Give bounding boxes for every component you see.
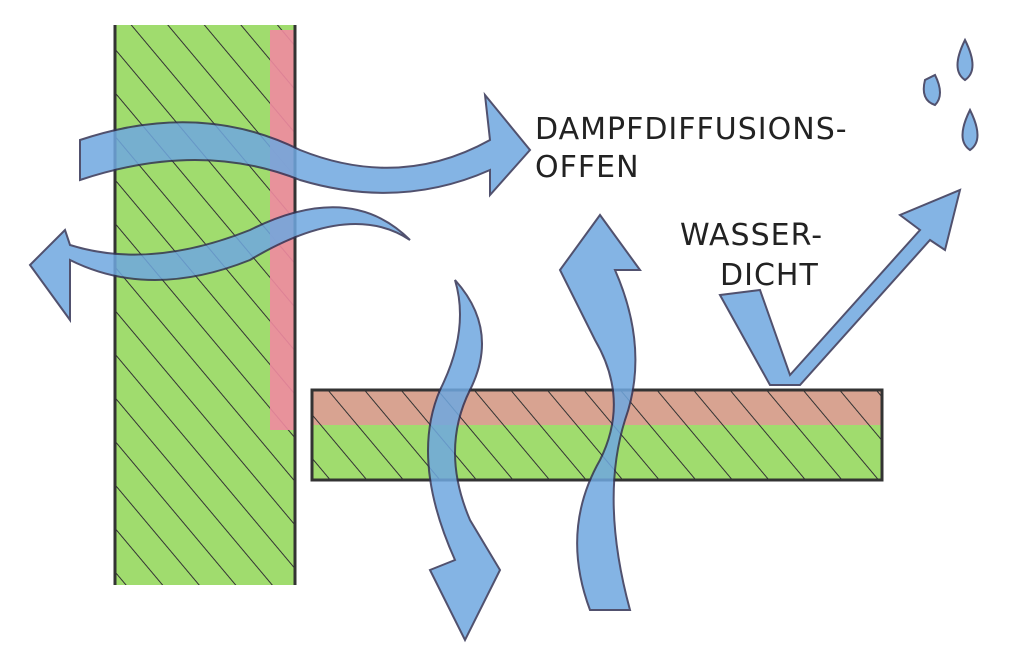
label-waterproof-2: DICHT	[720, 258, 819, 293]
label-vapor-open-2: OFFEN	[535, 150, 640, 185]
label-waterproof-1: WASSER-	[680, 218, 824, 253]
wall	[113, 25, 297, 585]
label-vapor-open-1: DAMPFDIFFUSIONS-	[535, 112, 848, 147]
vapor-arrows	[28, 37, 979, 643]
